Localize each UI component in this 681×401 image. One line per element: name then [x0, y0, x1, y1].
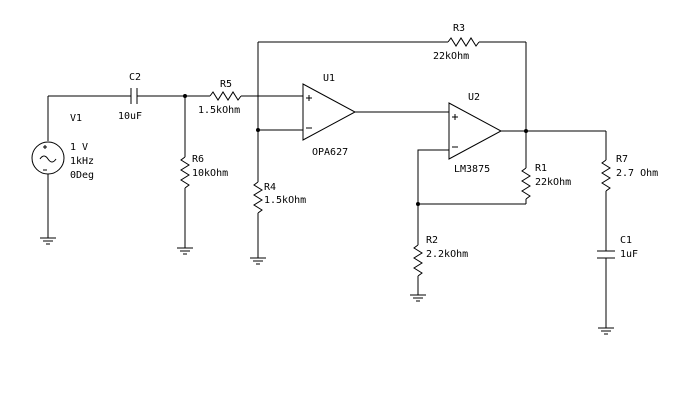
capacitor-c2[interactable]: [48, 88, 210, 104]
opamp-u2[interactable]: [448, 102, 606, 160]
c1-value: 1uF: [620, 249, 638, 260]
capacitor-c1[interactable]: [597, 250, 615, 328]
c2-value: 10uF: [118, 111, 142, 122]
u1-ref: U1: [323, 73, 335, 84]
resistor-r4[interactable]: [253, 181, 263, 258]
r7-ref: R7: [616, 154, 628, 165]
r3-ref: R3: [453, 23, 465, 34]
ground-symbol: [598, 327, 614, 335]
ground-symbol: [250, 257, 266, 265]
r2-ref: R2: [426, 235, 438, 246]
ground-symbol: [40, 237, 56, 245]
r6-value: 10kOhm: [192, 168, 228, 179]
opamp-u1[interactable]: [302, 83, 449, 141]
junction-dot: [524, 129, 528, 133]
v1-frequency: 1kHz: [70, 156, 94, 167]
junction-dot: [416, 202, 420, 206]
c2-ref: C2: [129, 72, 141, 83]
v1-amplitude: 1 V: [70, 142, 88, 153]
source-v1[interactable]: [31, 96, 65, 238]
ground-symbol: [410, 294, 426, 302]
u2-ref: U2: [468, 92, 480, 103]
r4-ref: R4: [264, 182, 276, 193]
resistor-r5[interactable]: [209, 91, 303, 101]
ground-symbol: [177, 247, 193, 255]
r3-value: 22kOhm: [433, 51, 469, 62]
resistor-r2[interactable]: [413, 244, 423, 295]
v1-ref: V1: [70, 113, 82, 124]
r7-value: 2.7 Ohm: [616, 168, 658, 179]
v1-phase: 0Deg: [70, 170, 94, 181]
resistor-r3[interactable]: [257, 37, 527, 182]
resistor-r1[interactable]: [418, 167, 531, 205]
resistor-r6[interactable]: [180, 96, 190, 248]
c1-ref: C1: [620, 235, 632, 246]
wire: [417, 149, 449, 245]
r1-ref: R1: [535, 163, 547, 174]
r5-ref: R5: [220, 79, 232, 90]
r5-value: 1.5kOhm: [198, 105, 240, 116]
u1-part: OPA627: [312, 147, 348, 158]
r1-value: 22kOhm: [535, 177, 571, 188]
r6-ref: R6: [192, 154, 204, 165]
r4-value: 1.5kOhm: [264, 195, 306, 206]
r2-value: 2.2kOhm: [426, 249, 468, 260]
u2-part: LM3875: [454, 164, 490, 175]
resistor-r7[interactable]: [601, 131, 611, 251]
